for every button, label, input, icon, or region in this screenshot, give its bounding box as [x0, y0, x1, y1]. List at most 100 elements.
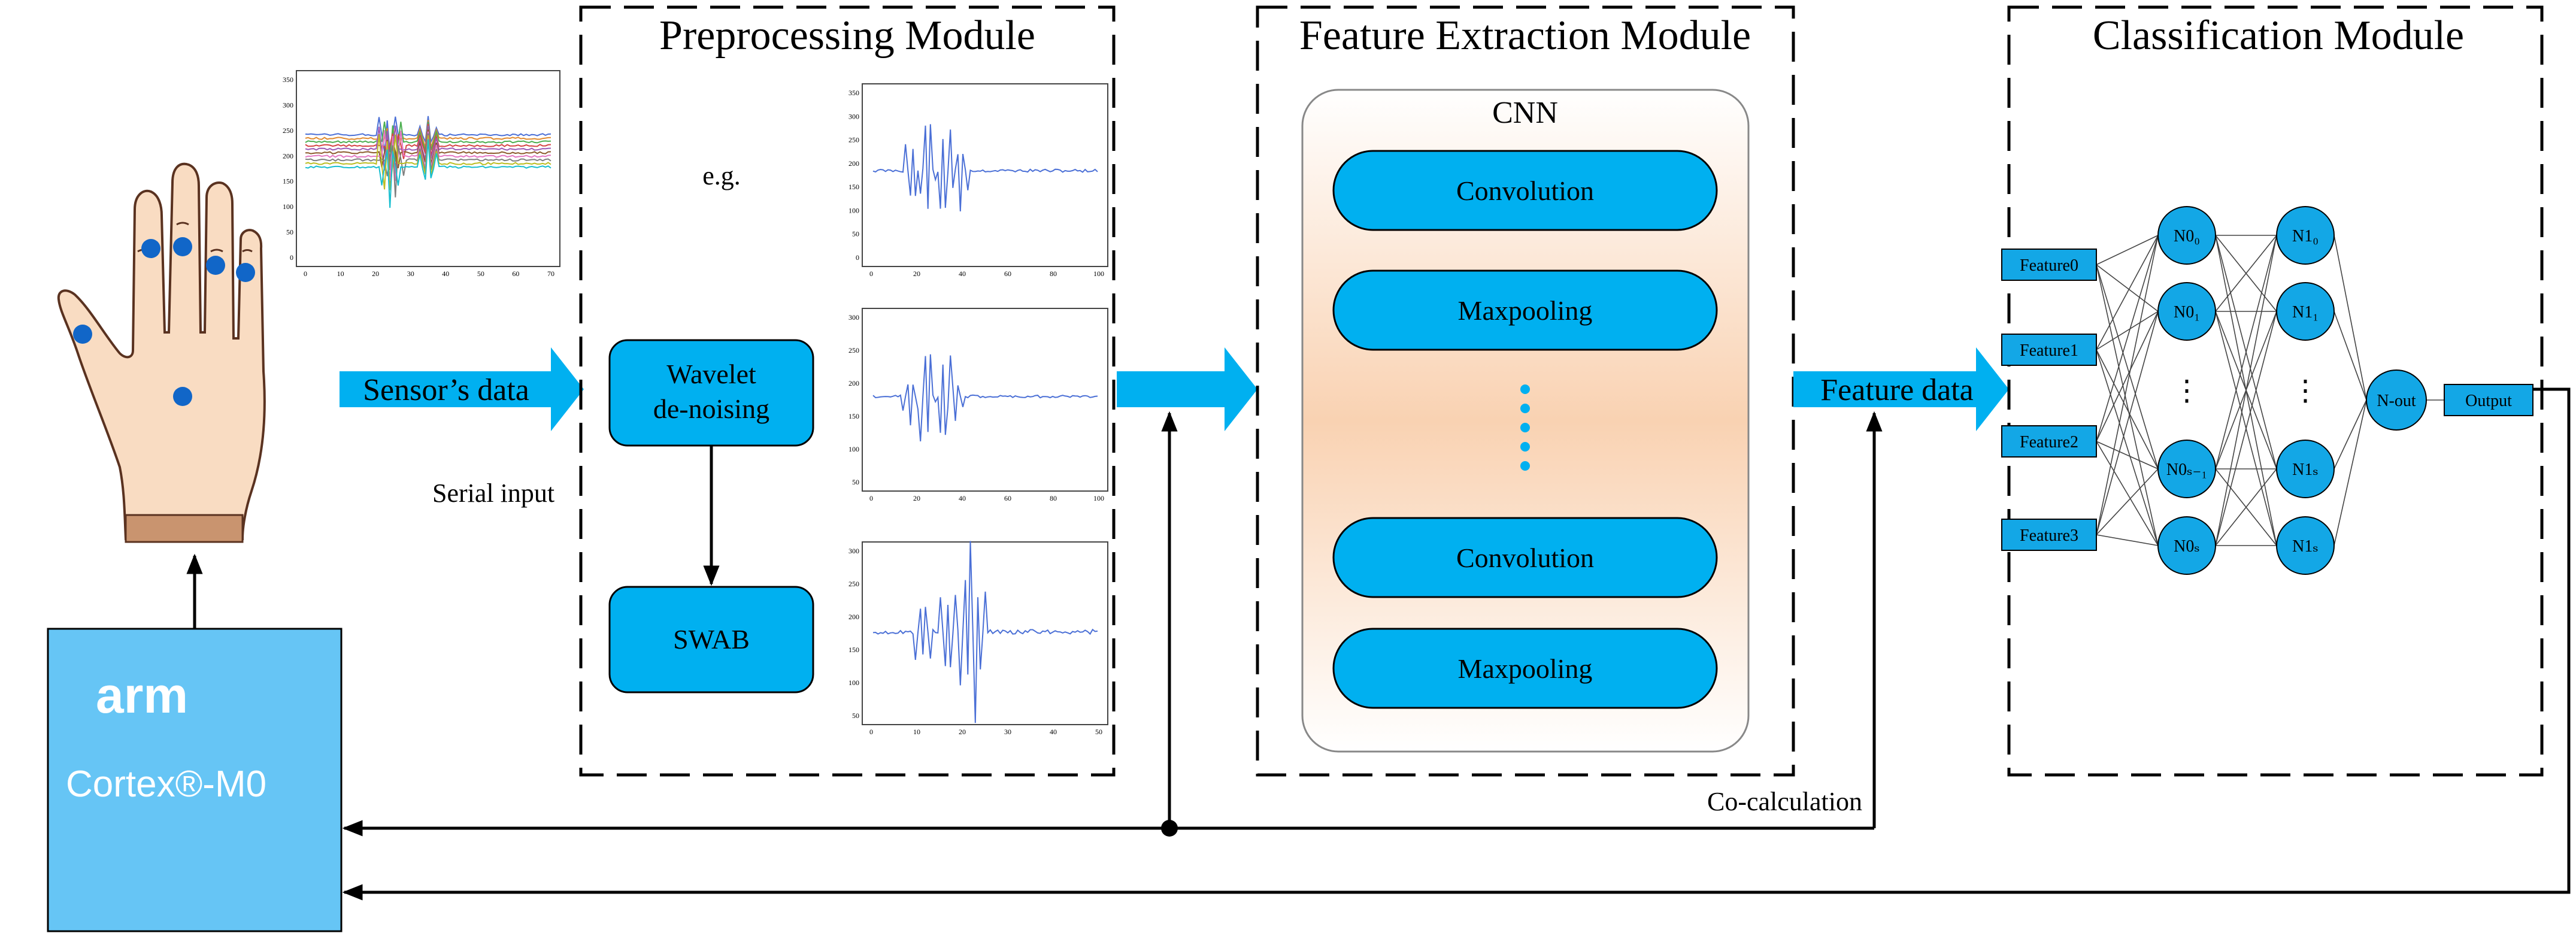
preprocessing-module-title: Preprocessing Module — [659, 13, 1035, 59]
hidden-node-l0-label: N0ₛ₋₁ — [2166, 461, 2207, 479]
hidden-node-l0-label: N0₀ — [2174, 227, 2200, 246]
plot-x-tick: 60 — [512, 269, 519, 278]
wavelet-block: Wavelet de-noising — [608, 339, 814, 447]
cnn-layer-label: Maxpooling — [1458, 295, 1593, 326]
hidden-layer-ellipsis: ⋮ — [2172, 375, 2201, 407]
hand-illustration — [57, 162, 266, 543]
plot-y-tick: 200 — [848, 613, 859, 621]
hidden-node-l1-label: N1ₛ — [2292, 537, 2319, 556]
plot-y-tick: 200 — [848, 159, 859, 168]
plot-y-tick: 150 — [283, 177, 293, 186]
hidden-node-l0: N0₀ — [2157, 206, 2216, 265]
plot-y-tick: 200 — [848, 379, 859, 387]
signal-trace — [305, 123, 551, 174]
plot-x-tick: 40 — [1050, 728, 1057, 736]
plot-y-tick: 250 — [848, 346, 859, 355]
feature-input-label: Feature0 — [2020, 256, 2078, 275]
network-connections — [2096, 235, 2444, 546]
sensor-dot — [141, 239, 160, 258]
cnn-layer: Convolution — [1332, 150, 1718, 231]
plot-x-tick: 0 — [304, 269, 307, 278]
feature-extraction-module-title: Feature Extraction Module — [1299, 13, 1751, 59]
plot-y-tick: 350 — [283, 75, 293, 84]
sensor-data-arrow — [340, 347, 584, 431]
plot-y-tick: 250 — [848, 580, 859, 588]
plot-y-tick: 100 — [848, 445, 859, 453]
hidden-node-l1: N1ₛ — [2276, 440, 2335, 498]
cnn-layer: Convolution — [1332, 517, 1718, 598]
plot-x-tick: 60 — [1004, 269, 1011, 278]
plot-x-tick: 80 — [1050, 269, 1057, 278]
plot-y-tick: 0 — [290, 253, 293, 262]
hidden-node-l0: N0ₛ₋₁ — [2157, 440, 2216, 498]
mcu-model: Cortex®-M0 — [66, 764, 266, 805]
plot-y-tick: 300 — [848, 313, 859, 322]
hidden-node-l0-label: N0₁ — [2174, 303, 2200, 322]
output-feedback-line — [342, 387, 2571, 901]
cnn-layer: Maxpooling — [1332, 628, 1718, 709]
plot-y-tick: 300 — [283, 101, 293, 109]
sensor-data-label: Sensor’s data — [363, 373, 529, 407]
feature-input-box: Feature3 — [2001, 519, 2097, 551]
signal-trace — [305, 130, 551, 181]
arm-logo: arm — [96, 667, 188, 723]
feature-input-box: Feature2 — [2001, 425, 2097, 458]
signal-trace — [872, 354, 1098, 442]
plot-y-tick: 100 — [848, 206, 859, 214]
feature-input-label: Feature1 — [2020, 341, 2078, 360]
plot-y-tick: 350 — [848, 89, 859, 97]
signal-trace — [305, 129, 551, 186]
hidden-node-l0: N0₁ — [2157, 282, 2216, 341]
feature-data-arrow — [1793, 347, 2009, 431]
hidden-node-l1: N1₁ — [2276, 282, 2335, 341]
preprocess-to-cnn-arrow — [1117, 347, 1257, 431]
cnn-ellipsis — [1520, 384, 1530, 471]
plot-y-tick: 50 — [852, 230, 859, 238]
plot-y-tick: 0 — [856, 253, 859, 262]
cnn-layer-label: Convolution — [1456, 543, 1594, 573]
sensor-dot — [73, 325, 92, 344]
hidden-node-l1: N1₀ — [2276, 206, 2335, 265]
sensor-dot — [236, 263, 255, 282]
signal-trace — [305, 120, 551, 164]
plot-x-tick: 20 — [913, 269, 920, 278]
signal-trace — [305, 139, 551, 208]
cnn-layer: Maxpooling — [1332, 269, 1718, 351]
plot-y-tick: 50 — [286, 228, 293, 237]
plot-y-tick: 250 — [283, 126, 293, 135]
cnn-layer-label: Maxpooling — [1458, 653, 1593, 684]
plot-y-tick: 150 — [848, 646, 859, 654]
plot-x-tick: 0 — [869, 494, 873, 502]
signal-trace — [305, 121, 551, 162]
plot-y-tick: 150 — [848, 412, 859, 420]
signal-trace — [305, 125, 551, 171]
plot-x-tick: 70 — [547, 269, 554, 278]
plot-x-tick: 20 — [913, 494, 920, 502]
cnn-layer-label: Convolution — [1456, 175, 1594, 206]
plot-x-tick: 40 — [959, 494, 966, 502]
plot-x-tick: 10 — [337, 269, 344, 278]
swab-label: SWAB — [673, 624, 750, 655]
plot-y-tick: 100 — [848, 678, 859, 687]
plot-x-tick: 50 — [1095, 728, 1102, 736]
plot-y-tick: 300 — [848, 547, 859, 555]
hidden-node-l1-label: N1₀ — [2292, 227, 2319, 246]
signal-trace — [872, 541, 1098, 723]
signal-trace — [872, 124, 1098, 211]
hidden-node-l0-label: N0ₛ — [2174, 537, 2200, 556]
plot-y-tick: 200 — [283, 152, 293, 160]
mcu-block: arm Cortex®-M0 — [47, 628, 343, 932]
signal-trace — [305, 134, 551, 190]
output-box-label: Output — [2465, 392, 2512, 410]
plot-y-tick: 150 — [848, 183, 859, 191]
sensor-dot — [206, 256, 225, 275]
plot-x-tick: 10 — [913, 728, 920, 736]
hidden-node-l1-label: N1ₛ — [2292, 461, 2319, 479]
hidden-node-l1: N1ₛ — [2276, 516, 2335, 575]
plot-y-tick: 50 — [852, 478, 859, 486]
hidden-node-l1-label: N1₁ — [2292, 303, 2319, 322]
feature-input-box: Feature0 — [2001, 249, 2097, 281]
preprocessing-module-frame — [579, 5, 1116, 777]
